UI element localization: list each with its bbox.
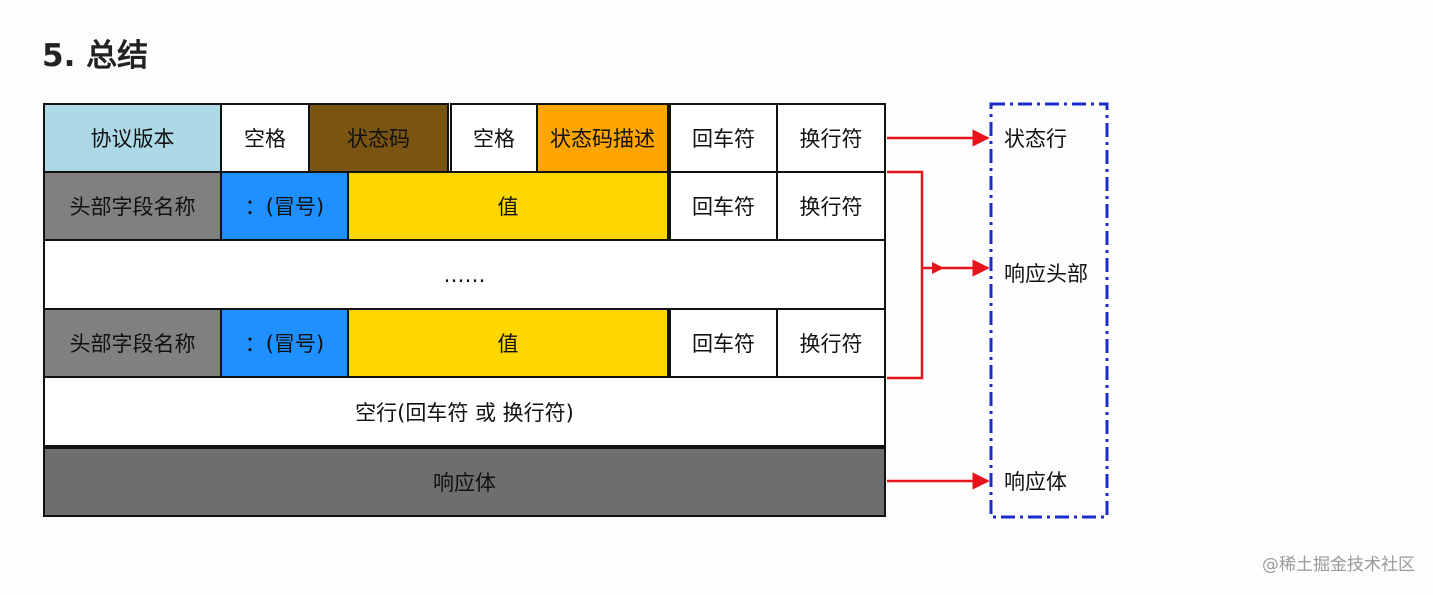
cell-header-field-name: 头部字段名称 [43,171,222,241]
cell-carriage-return: 回车符 [669,308,778,378]
cell-empty-line: 空行(回车符 或 换行符) [43,376,886,447]
cell-header-field-name: 头部字段名称 [43,308,222,378]
cell-line-feed: 换行符 [776,171,886,241]
cell-status-description: 状态码描述 [536,103,669,173]
label-response-body: 响应体 [1004,470,1067,494]
arrow-tail-response-headers [932,262,944,274]
label-response-headers: 响应头部 [1004,262,1088,286]
cell-colon: ：(冒号) [220,171,349,241]
cell-protocol-version: 协议版本 [43,103,222,173]
cell-line-feed: 换行符 [776,308,886,378]
page-title: 5. 总结 [42,38,149,74]
cell-value: 值 [347,308,669,378]
watermark: @稀土掘金技术社区 [1262,555,1415,575]
cell-response-body: 响应体 [43,447,886,517]
cell-value: 值 [347,171,669,241]
cell-carriage-return: 回车符 [669,171,778,241]
label-status-line: 状态行 [1004,127,1067,151]
bracket-response-headers [887,170,924,380]
cell-carriage-return: 回车符 [669,103,778,173]
cell-line-feed: 换行符 [776,103,886,173]
bracket-box [989,102,1109,519]
